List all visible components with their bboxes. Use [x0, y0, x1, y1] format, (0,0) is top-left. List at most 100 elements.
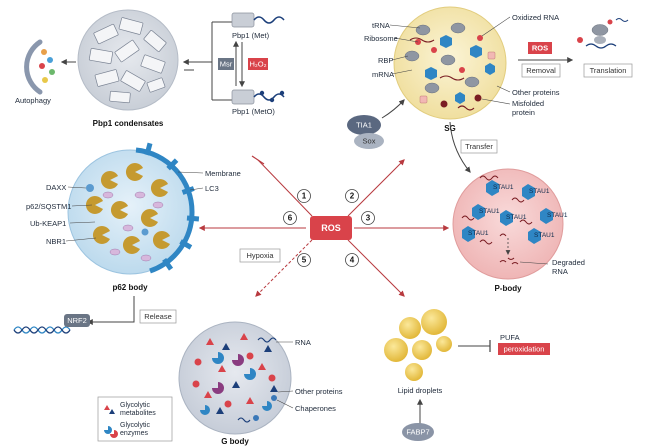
peroxidation-label: peroxidation: [504, 345, 545, 354]
legend-enzymes-2: enzymes: [120, 430, 149, 437]
h2o2-label: H₂O₂: [249, 60, 266, 69]
pbp1-met-protein: Pbp1 (Met): [231, 12, 285, 40]
ub-keap1-clusters: [102, 191, 164, 262]
release-box: [139, 309, 177, 324]
sg-right-labels: Oxidized RNA Other proteins Misfolded pr…: [481, 13, 560, 117]
ros-center-box: [310, 216, 352, 240]
chaperones-label: Chaperones: [295, 404, 336, 413]
stress-granule: SG: [393, 6, 507, 133]
nbr1-label: NBR1: [46, 237, 66, 246]
misfolded-label-2: protein: [512, 108, 535, 117]
lipid-droplets-label: Lipid droplets: [398, 386, 443, 395]
arrow-release: [86, 296, 135, 325]
p62-body: DAXX p62/SQSTM1 Ub-KEAP1 NBR1 Membrane L…: [26, 142, 241, 292]
other-proteins-g-label: Other proteins: [295, 387, 343, 396]
hypoxia-label: Hypoxia: [246, 251, 274, 260]
sg-left-labels: tRNA Ribosome RBP mRNA: [364, 21, 421, 79]
lipid-droplet-icon: [421, 309, 447, 335]
lipid-droplet-icon: [412, 340, 432, 360]
other-proteins-sg-label: Other proteins: [512, 88, 560, 97]
transfer-box: [460, 139, 498, 154]
nrf2-box: [64, 314, 90, 327]
tia1-sox: TIA1 Sox: [347, 99, 405, 149]
sox-blob: [354, 133, 384, 149]
pathway-1-line: [257, 159, 313, 217]
pathway-1-number: 1: [302, 192, 307, 201]
p62-body-title: p62 body: [112, 283, 148, 292]
rna-label: RNA: [295, 338, 311, 347]
hypoxia-box: [239, 248, 281, 263]
stau1-label: STAU1: [534, 232, 555, 239]
arrow-transfer: [449, 121, 471, 173]
msr-box: [218, 58, 234, 70]
pbp1-condensates-title: Pbp1 condensates: [93, 119, 164, 128]
met-tail-icon: [253, 16, 285, 24]
condensate-fibrils: [88, 17, 167, 104]
lc3-proteins: [144, 142, 200, 271]
tia1-label: TIA1: [356, 121, 372, 130]
p62-pacmen: [85, 163, 170, 254]
membrane-arc: [135, 147, 195, 274]
oxidized-met-icon: [279, 90, 285, 96]
pathway-4-badge: [345, 253, 359, 267]
pbp1-meto-label: Pbp1 (MetO): [232, 107, 275, 116]
cargo-dot: [41, 49, 47, 55]
arrow-tia1-to-sg: [381, 99, 405, 119]
pathway-6-badge: [283, 211, 297, 225]
p62-sqstm1-label: p62/SQSTM1: [26, 202, 71, 211]
oxidized-met-icon: [259, 90, 265, 96]
stau1-label: STAU1: [529, 188, 550, 195]
legend-enzymes-1: Glycolytic: [120, 422, 150, 429]
pathway-2-number: 2: [350, 192, 355, 201]
pathway-1-badge: [297, 189, 311, 203]
fabp7-label: FABP7: [406, 428, 429, 437]
pathway-5-number: 5: [302, 256, 307, 265]
sg-title: SG: [444, 124, 456, 133]
legend-box: [97, 396, 173, 442]
misfolded-label-1: Misfolded: [512, 99, 544, 108]
trna-label: tRNA: [372, 21, 390, 30]
cargo-dot: [47, 57, 53, 63]
translation-box: [583, 63, 633, 78]
cargo-dot: [39, 63, 45, 69]
enzyme-blue-icon: [104, 426, 112, 434]
lipid-droplet-icon: [384, 338, 408, 362]
stau1-label: STAU1: [493, 184, 514, 191]
oxidized-met-icon: [269, 97, 275, 103]
pathway-3-badge: [361, 211, 375, 225]
sg-outputs: ROS Removal Translation: [518, 18, 633, 78]
removal-box: [521, 63, 561, 78]
g-body-title: G body: [221, 437, 249, 446]
p-body-title: P-body: [494, 284, 522, 293]
stau1-label: STAU1: [479, 208, 500, 215]
stau1-label: STAU1: [547, 212, 568, 219]
oxidized-rna-label: Oxidized RNA: [512, 13, 559, 22]
g-body-contents: [192, 333, 278, 423]
legend-metabolites-1: Glycolytic: [120, 402, 150, 409]
degraded-rna-label-1: Degraded: [552, 258, 585, 267]
lipid-droplet-icon: [436, 336, 452, 352]
ros-dot: [577, 37, 583, 43]
stau1-label: STAU1: [468, 230, 489, 237]
legend-metabolites-2: metabolites: [120, 410, 156, 417]
pathway-1-inhibit: [251, 155, 265, 165]
rbp-label: RBP: [378, 56, 393, 65]
g-body: RNA Other proteins Chaperones G body: [178, 321, 343, 446]
lipid-droplets: Lipid droplets PUFA peroxidation FABP7: [384, 309, 550, 441]
daxx-label: DAXX: [46, 183, 66, 192]
pathway-4-number: 4: [350, 256, 355, 265]
lipid-droplet-icon: [405, 363, 423, 381]
release-label: Release: [144, 312, 172, 321]
degraded-rna-icon: [499, 257, 519, 265]
autophagy-group: Autophagy: [15, 39, 55, 105]
tia1-blob: [347, 115, 381, 135]
metabolite-navy-icon: [109, 409, 115, 414]
sox-label: Sox: [363, 137, 376, 146]
autophagy-label: Autophagy: [15, 96, 51, 105]
fabp7-blob: [402, 423, 434, 441]
ribosome-label: Ribosome: [364, 34, 398, 43]
mrna-label: mRNA: [372, 70, 394, 79]
enzyme-red-icon: [110, 430, 118, 438]
nrf2-release: Release NRF2: [13, 296, 177, 334]
